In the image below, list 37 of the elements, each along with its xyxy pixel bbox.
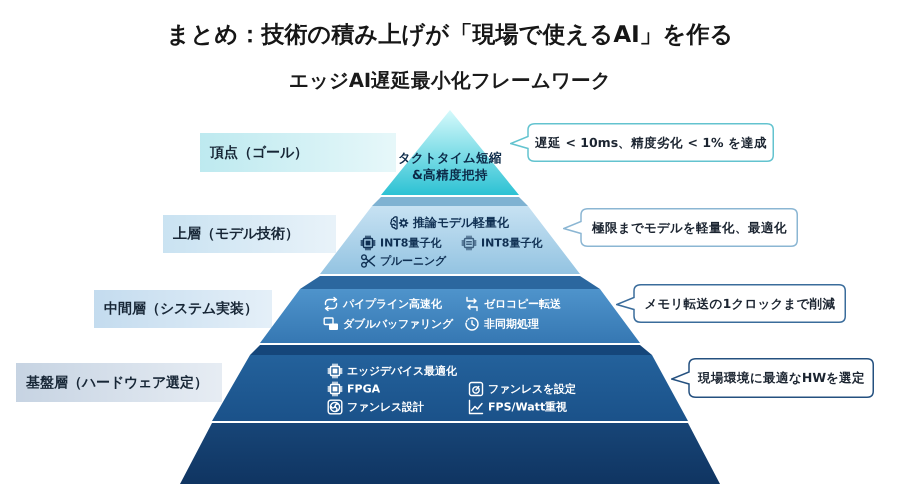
feature-text: FPGA — [347, 382, 380, 396]
feature-text: ファンレスを設定 — [488, 382, 576, 396]
feature-text: 非同期処理 — [484, 316, 539, 332]
layer-band — [94, 290, 272, 328]
feature-text: INT8量子化 — [481, 236, 542, 250]
diagram-subtitle: エッジAI遅延最小化フレームワーク — [288, 68, 612, 94]
feature-text: ゼロコピー転送 — [484, 296, 561, 312]
feature-text: エッジデバイス最適化 — [347, 364, 457, 378]
layer-title: 基盤層（ハードウェア選定） — [26, 374, 208, 392]
layer-title: 中間層（システム実装） — [104, 300, 258, 319]
layer-band — [16, 363, 222, 402]
feature-text: プルーニング — [380, 254, 446, 268]
goal-text: タクトタイム短縮&高精度把持 — [398, 149, 502, 183]
pyramid-tier — [260, 276, 640, 343]
pyramid-tier — [381, 110, 519, 195]
feature-text: INT8量子化 — [380, 236, 442, 250]
page-title: まとめ：技術の積み上げが「現場で使えるAI」を作る — [166, 21, 734, 50]
speech-bubble — [616, 284, 846, 323]
layer-band — [163, 215, 336, 253]
callout-text: メモリ転送の1クロックまで削減 — [644, 294, 836, 312]
pyramid-tier — [212, 345, 688, 421]
layer-band — [200, 133, 396, 172]
feature-text: FPS/Watt重視 — [488, 400, 568, 414]
speech-bubble — [563, 208, 798, 247]
feature-text: 推論モデル軽量化 — [413, 216, 509, 230]
layer-title: 頂点（ゴール） — [210, 144, 308, 162]
speech-bubble — [510, 123, 774, 162]
layer-title: 上層（モデル技術） — [173, 225, 299, 244]
feature-text: ファンレス設計 — [347, 400, 424, 414]
feature-text: ダブルバッファリング — [343, 316, 453, 332]
pyramid-base-tier — [180, 423, 720, 484]
pyramid-tier — [320, 197, 580, 274]
callout-text: 極限までモデルを軽量化、最適化 — [592, 218, 787, 236]
callout-text: 現場環境に最適なHWを選定 — [698, 369, 866, 387]
feature-text: パイプライン高速化 — [343, 296, 442, 312]
callout-text: 遅延 < 10ms、精度劣化 < 1% を達成 — [535, 134, 767, 152]
speech-bubble — [671, 358, 874, 398]
